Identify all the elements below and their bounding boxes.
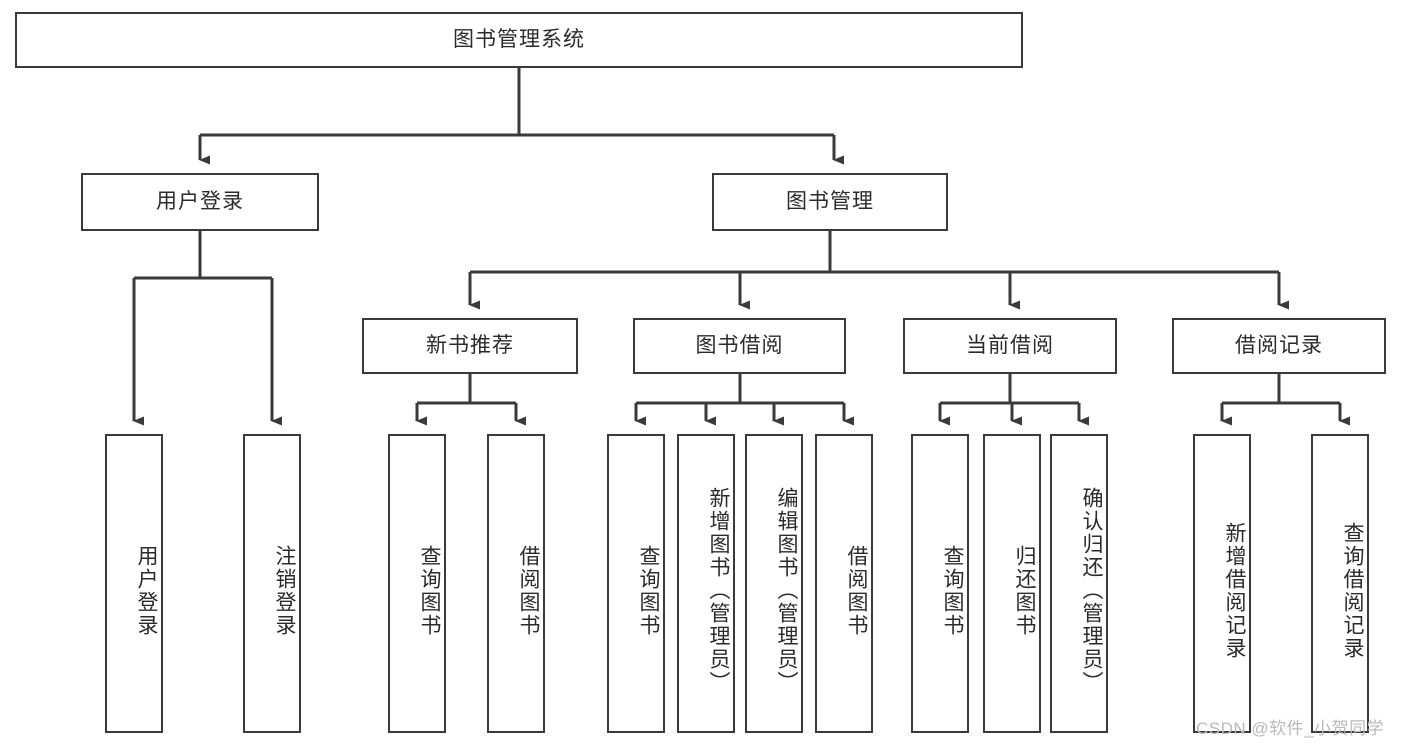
node-root-label: 图书管理系统 [453,28,585,52]
node-leaf-query-book-borrow-label: 查询图书 [637,544,660,637]
node-book-borrow-label: 图书借阅 [695,334,784,358]
node-borrow-record[interactable]: 借阅记录 [1172,318,1386,374]
node-new-book-recommend-label: 新书推荐 [426,334,514,358]
node-leaf-query-record[interactable]: 查询借阅记录 [1311,434,1369,733]
node-leaf-edit-book[interactable]: 编辑图书（管理员） [745,434,803,733]
node-leaf-add-record[interactable]: 新增借阅记录 [1193,434,1251,733]
node-leaf-logout[interactable]: 注销登录 [243,434,301,733]
node-leaf-confirm-return-label: 确认归还（管理员） [1080,487,1103,694]
node-borrow-record-label: 借阅记录 [1235,334,1323,358]
node-leaf-borrow-book[interactable]: 借阅图书 [815,434,873,733]
node-leaf-borrow-book-rec-label: 借阅图书 [517,544,540,637]
node-leaf-add-record-label: 新增借阅记录 [1223,521,1246,660]
node-leaf-query-book-rec[interactable]: 查询图书 [388,434,446,733]
node-leaf-borrow-book-rec[interactable]: 借阅图书 [487,434,545,733]
node-leaf-query-record-label: 查询借阅记录 [1341,521,1364,660]
node-leaf-add-book[interactable]: 新增图书（管理员） [677,434,735,733]
node-leaf-logout-label: 注销登录 [273,544,296,637]
node-book-borrow[interactable]: 图书借阅 [633,318,846,374]
node-leaf-confirm-return[interactable]: 确认归还（管理员） [1050,434,1108,733]
node-book-management[interactable]: 图书管理 [712,173,948,231]
node-leaf-query-book-current[interactable]: 查询图书 [911,434,969,733]
node-leaf-return-book-label: 归还图书 [1013,544,1036,637]
node-new-book-recommend[interactable]: 新书推荐 [362,318,578,374]
node-leaf-borrow-book-label: 借阅图书 [845,544,868,637]
node-current-borrow-label: 当前借阅 [966,334,1054,358]
node-root[interactable]: 图书管理系统 [15,12,1023,68]
node-leaf-query-book-rec-label: 查询图书 [418,544,441,637]
csdn-watermark: CSDN @软件_小贺同学 [1196,719,1385,738]
node-leaf-query-book-borrow[interactable]: 查询图书 [607,434,665,733]
node-user-login[interactable]: 用户登录 [81,173,319,231]
node-leaf-return-book[interactable]: 归还图书 [983,434,1041,733]
node-leaf-edit-book-label: 编辑图书（管理员） [775,487,798,694]
node-current-borrow[interactable]: 当前借阅 [903,318,1117,374]
node-leaf-user-login-label: 用户登录 [135,544,158,637]
node-leaf-add-book-label: 新增图书（管理员） [707,487,730,694]
node-leaf-user-login[interactable]: 用户登录 [105,434,163,733]
node-user-login-label: 用户登录 [156,190,244,214]
node-leaf-query-book-current-label: 查询图书 [941,544,964,637]
node-book-management-label: 图书管理 [786,190,874,214]
